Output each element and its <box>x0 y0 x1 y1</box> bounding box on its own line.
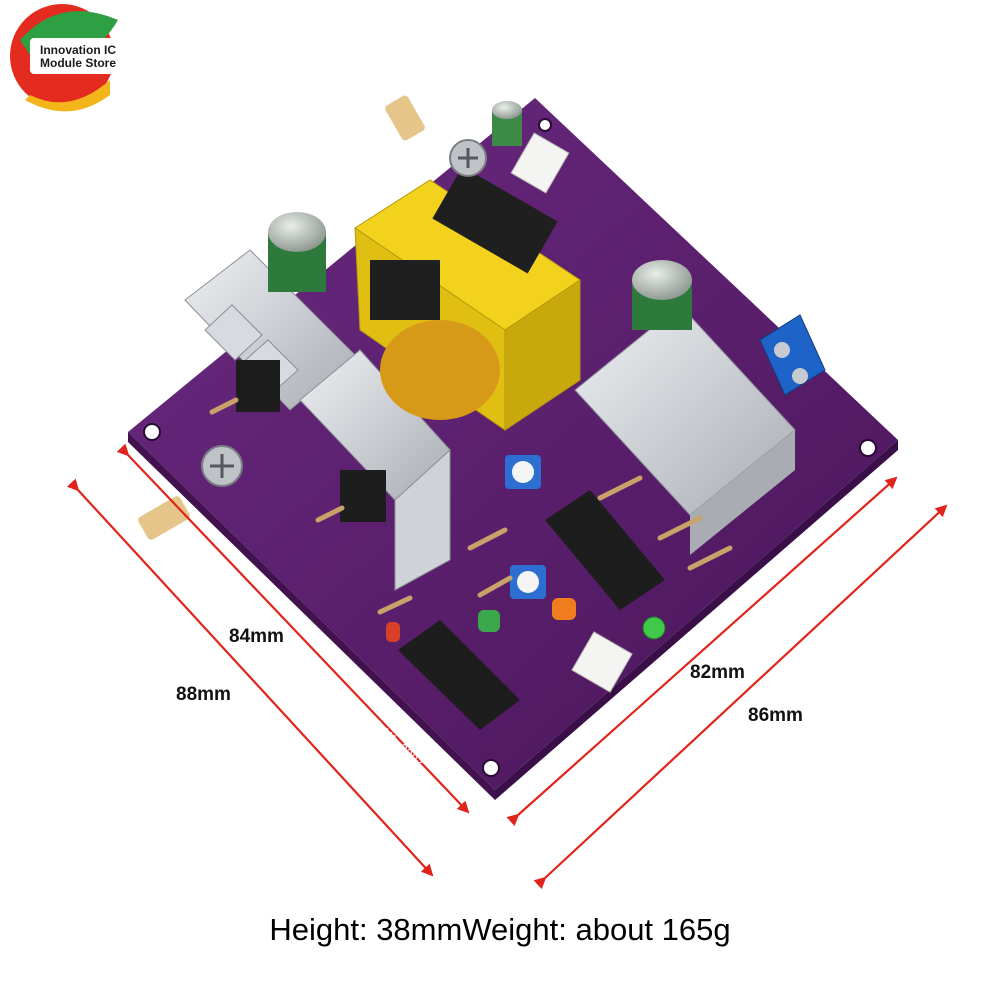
capacitor-orange <box>552 598 576 620</box>
dimension-label-84: 84mm <box>229 626 284 647</box>
transformer <box>354 166 581 431</box>
capacitor-green <box>478 610 500 632</box>
logo-text: Innovation IC Module Store <box>40 44 116 70</box>
trim-pot-1 <box>505 455 541 489</box>
logo-line-1: Innovation IC <box>40 43 116 57</box>
led-green <box>642 616 666 640</box>
caption: Height: 38mmWeight: about 165g <box>269 912 731 947</box>
store-logo <box>10 4 122 112</box>
dimension-label-82: 82mm <box>690 662 745 683</box>
capacitor-small-top <box>492 101 522 146</box>
spade-terminal-top <box>385 95 487 177</box>
dimension-label-86: 86mm <box>748 705 803 726</box>
heatsink-left <box>184 249 356 412</box>
capacitor-large-left <box>268 212 326 292</box>
dimension-label-88: 88mm <box>176 684 231 705</box>
logo-line-2: Module Store <box>40 56 117 70</box>
capacitor-red <box>386 622 400 642</box>
connector-top <box>510 132 570 194</box>
trim-pot-2 <box>510 565 546 599</box>
output-terminal-block <box>759 314 826 396</box>
capacitor-large-right <box>632 260 692 330</box>
dimension-arrows <box>66 443 948 890</box>
